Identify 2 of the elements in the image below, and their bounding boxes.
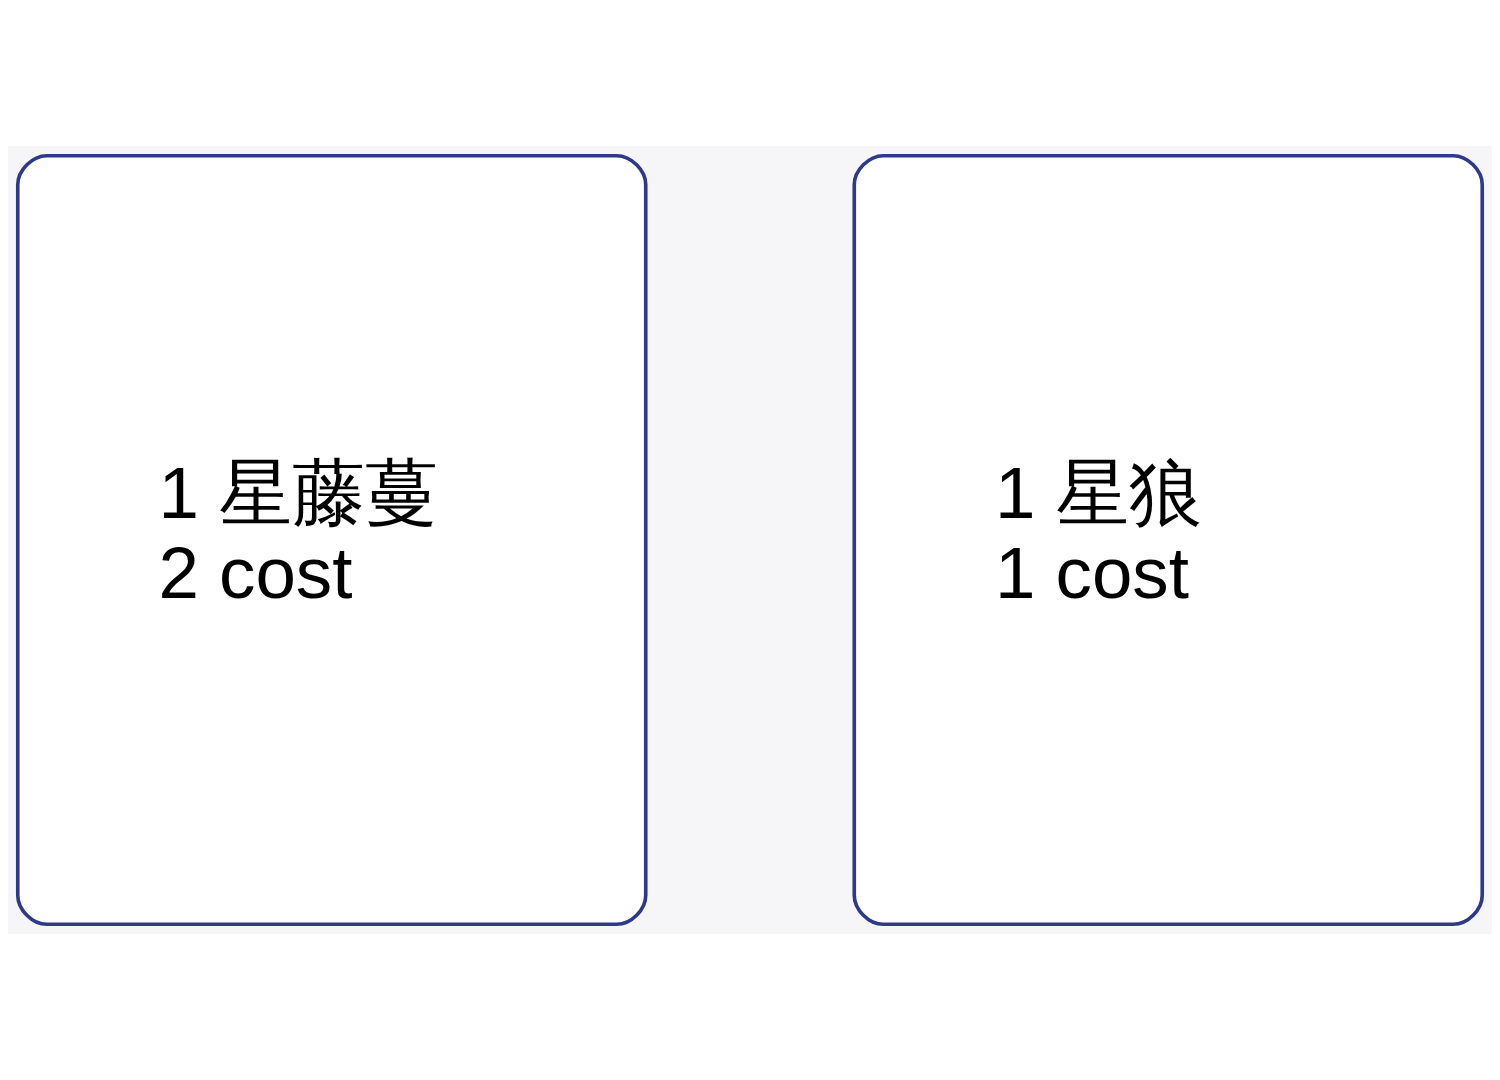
node-box: 1 星藤蔓 2 cost (15, 153, 648, 927)
node-box: 1 星狼 1 cost (852, 153, 1485, 927)
